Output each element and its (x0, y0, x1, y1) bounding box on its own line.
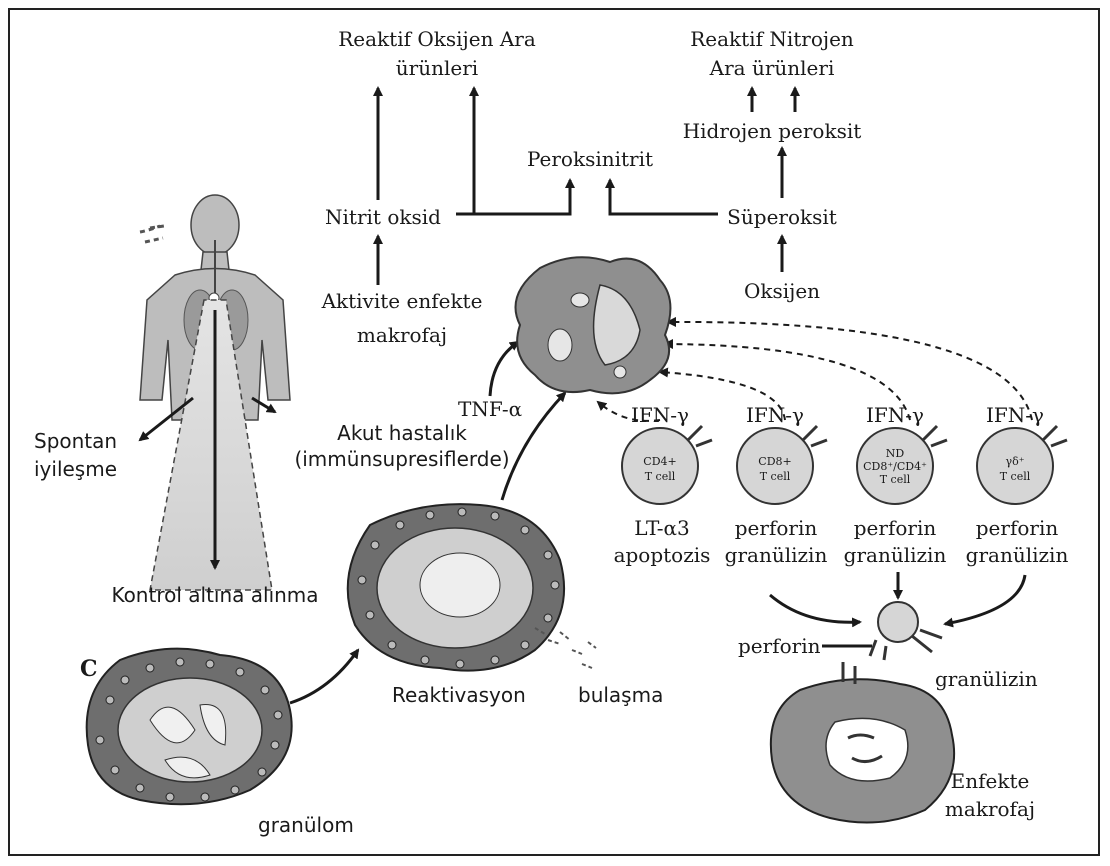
superoxide-label: Süperoksit (727, 204, 837, 230)
t-cell-3-output-line1: perforin (854, 515, 936, 541)
perforin-label: perforin (738, 633, 820, 659)
t-cell-3-line1: ND (886, 448, 904, 460)
acute-disease-label-line2: (immünsupresiflerde) (294, 446, 509, 472)
panel-letter: C (80, 656, 98, 682)
rni-label-line1: Reaktif Nitrojen (690, 26, 854, 52)
ifn-label-4: IFN-γ (986, 402, 1044, 428)
t-cell-1-output-line2: apoptozis (614, 542, 711, 568)
granulysin-label: granülizin (935, 666, 1038, 692)
t-cell-1-output-line1: LT-α3 (634, 515, 689, 541)
t-cell-3-line3: T cell (880, 474, 911, 486)
t-cell-3-line2: CD8⁺/CD4⁺ (863, 461, 927, 473)
spontaneous-label-line2: iyileşme (34, 456, 117, 482)
peroxynitrite-label: Peroksinitrit (527, 146, 653, 172)
t-cell-4-line2: T cell (1000, 471, 1031, 483)
activated-macrophage-label-line2: makrofaj (357, 322, 447, 348)
nitric-oxide-label: Nitrit oksid (325, 204, 441, 230)
roi-label-line1: Reaktif Oksijen Ara (338, 26, 536, 52)
granuloma-icon (87, 649, 292, 805)
ifn-label-1: IFN-γ (631, 402, 689, 428)
ifn-label-2: IFN-γ (746, 402, 804, 428)
infected-macrophage-label-line2: makrofaj (945, 796, 1035, 822)
granuloma-label: granülom (258, 812, 354, 838)
rni-label-line2: Ara ürünleri (710, 55, 835, 81)
acute-disease-label-line1: Akut hastalık (337, 420, 467, 446)
t-cell-4-output-line2: granülizin (966, 542, 1069, 568)
t-cell-2-line2: T cell (760, 471, 791, 483)
reactivation-granuloma-icon (348, 504, 596, 670)
activated-macrophage-icon (516, 257, 671, 393)
t-cell-2-line1: CD8+ (758, 456, 791, 468)
tnf-label: TNF-α (458, 396, 522, 422)
t-cell-2-output-line1: perforin (735, 515, 817, 541)
reactivation-label: Reaktivasyon (392, 682, 526, 708)
ifn-label-3: IFN-γ (866, 402, 924, 428)
t-cell-1-line2: T cell (645, 471, 676, 483)
roi-label-line2: ürünleri (396, 55, 478, 81)
t-cell-4-output-line1: perforin (976, 515, 1058, 541)
t-cell-4-line1: γδ⁺ (1005, 456, 1024, 468)
transmission-label: bulaşma (578, 682, 663, 708)
oxygen-label: Oksijen (744, 278, 820, 304)
t-cell-1-line1: CD4+ (643, 456, 676, 468)
hydrogen-peroxide-label: Hidrojen peroksit (683, 118, 862, 144)
activated-macrophage-label-line1: Aktivite enfekte (322, 288, 483, 314)
t-cell-3-output-line2: granülizin (844, 542, 947, 568)
t-cell-group (622, 426, 1067, 504)
t-cell-2-output-line2: granülizin (725, 542, 828, 568)
control-label: Kontrol altına alınma (111, 582, 318, 608)
infected-macrophage-label-line1: Enfekte (951, 768, 1030, 794)
spontaneous-label-line1: Spontan (34, 428, 117, 454)
